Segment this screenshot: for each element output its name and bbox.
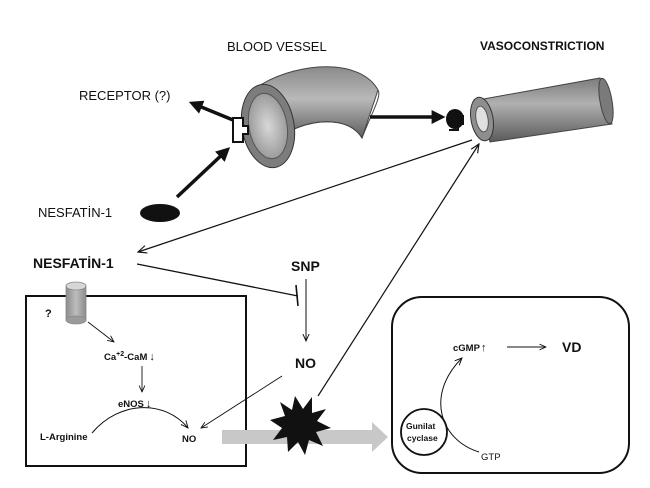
question-label: ?: [45, 308, 52, 320]
gtp-label: GTP: [481, 452, 501, 463]
cylinder-to-ca-arrow: [87, 321, 114, 342]
inhibition-bar: [295, 284, 299, 307]
ca-cam-label: Ca+2-CaM↓: [104, 351, 155, 363]
nesfatin-to-receptor-arrow: [175, 147, 231, 199]
endothelial-cell-box: [25, 295, 247, 467]
no-cell-label: NO: [182, 434, 196, 445]
channel-cylinder-icon: [65, 281, 87, 325]
svg-text:eNOS↓: eNOS↓: [118, 398, 151, 410]
nesfatin-molecule-icon: [140, 204, 180, 222]
blood-vessel-icon: [240, 66, 380, 169]
enos-label: eNOS↓: [118, 398, 151, 410]
no-mid-label: NO: [295, 355, 316, 371]
cgmp-label: cGMP↑: [453, 342, 486, 354]
gunilat-label: Gunilat: [406, 421, 435, 431]
l-arginine-label: L-Arginine: [40, 432, 88, 443]
svg-text:cGMP↑: cGMP↑: [453, 342, 486, 354]
arginine-to-no-arc: [91, 407, 188, 434]
receptor-label: RECEPTOR (?): [79, 88, 171, 103]
nesfatin-lower-label: NESFATİN-1: [33, 255, 114, 271]
smooth-muscle-box: [391, 296, 630, 474]
snp-label: SNP: [291, 258, 320, 274]
vd-label: VD: [562, 339, 581, 355]
feedback-arrow: [138, 139, 473, 252]
vasoconstriction-label: VASOCONSTRICTION: [480, 39, 604, 53]
inhibition-line: [136, 263, 299, 297]
gtp-to-cgmp-arc: [440, 358, 480, 453]
receptor-arrow: [188, 100, 234, 122]
no-to-cell-no-arrow: [201, 375, 283, 428]
small-receptor-icon: [449, 111, 464, 131]
constricted-vessel-icon: [470, 77, 614, 143]
receptor-notch-icon: [232, 117, 249, 143]
cyclase-label: cyclase: [407, 433, 438, 443]
burst-to-vessel-arrow: [317, 144, 479, 397]
blood-vessel-label: BLOOD VESSEL: [227, 39, 327, 54]
no-burst-icon: [270, 396, 331, 455]
nesfatin-upper-label: NESFATİN-1: [38, 205, 112, 220]
guanylate-cyclase-circle: [400, 408, 448, 456]
svg-text:Ca+2-CaM↓: Ca+2-CaM↓: [104, 351, 155, 363]
